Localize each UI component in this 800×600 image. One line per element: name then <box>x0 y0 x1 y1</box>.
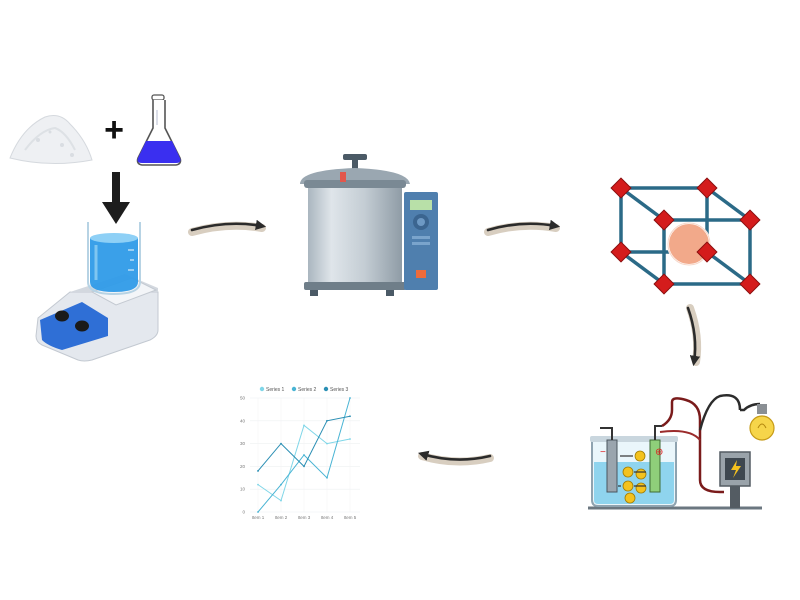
data-point <box>349 438 351 440</box>
power-source-icon <box>719 451 751 508</box>
arrow-to-electrochemical-cell <box>686 304 702 367</box>
chart-y-ticks: 0 10 20 30 40 50 <box>240 396 246 515</box>
legend-swatch <box>323 386 329 392</box>
svg-text:−: − <box>600 447 606 458</box>
light-bulb-icon <box>740 402 775 441</box>
powder-pile-icon <box>9 115 93 165</box>
y-tick-label: 10 <box>240 487 246 492</box>
y-tick-label: 20 <box>240 464 246 469</box>
y-tick-label: 40 <box>240 418 246 423</box>
chart-series <box>257 397 351 513</box>
magnetic-stirrer-icon <box>35 222 159 362</box>
chart-grid <box>250 397 360 513</box>
data-point <box>303 465 305 468</box>
x-tick-label: Item 3 <box>298 515 311 520</box>
data-point <box>303 454 305 456</box>
data-point <box>257 470 259 472</box>
framework-nodes <box>610 177 761 295</box>
arrow-to-autoclave <box>188 219 267 236</box>
legend-label: Series 1 <box>266 387 285 393</box>
data-point <box>280 442 282 445</box>
data-point <box>326 419 328 422</box>
conical-flask-icon <box>136 94 182 166</box>
x-tick-label: Item 4 <box>321 515 334 520</box>
chart-legend: Series 1 Series 2 Series 3 <box>259 386 349 393</box>
arrow-to-chart <box>418 450 494 466</box>
data-point <box>303 424 305 427</box>
data-point <box>349 415 351 418</box>
down-arrow <box>102 172 130 224</box>
data-point <box>326 442 328 445</box>
y-tick-label: 50 <box>240 396 246 401</box>
legend-swatch <box>291 386 297 392</box>
x-tick-label: Item 5 <box>344 515 357 520</box>
data-point <box>326 476 328 479</box>
x-tick-label: Item 2 <box>275 515 288 520</box>
legend-label: Series 3 <box>330 387 349 393</box>
framework-icon <box>619 186 752 286</box>
electrochemical-cell-icon: − ⊕ <box>588 394 762 510</box>
y-tick-label: 30 <box>240 441 246 446</box>
plus-sign: + <box>104 111 124 149</box>
data-point <box>280 499 282 502</box>
arrow-to-framework <box>484 219 561 236</box>
svg-text:⊕: ⊕ <box>655 447 663 458</box>
chart-x-ticks: Item 1 Item 2 Item 3 Item 4 Item 5 <box>252 515 357 520</box>
data-point <box>280 483 282 486</box>
data-point <box>257 483 259 486</box>
legend-label: Series 2 <box>298 387 317 393</box>
y-tick-label: 0 <box>242 510 245 515</box>
autoclave-icon <box>300 154 438 296</box>
data-point <box>257 511 259 513</box>
legend-swatch <box>259 386 265 392</box>
x-tick-label: Item 1 <box>252 515 265 520</box>
data-point <box>349 397 351 399</box>
